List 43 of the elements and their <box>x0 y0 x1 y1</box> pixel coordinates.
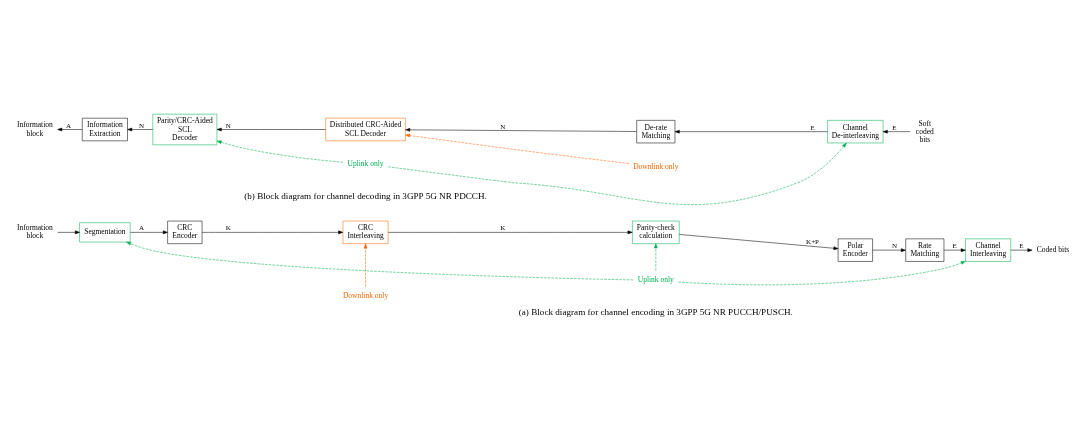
node-box: Parity/CRC-Aided SCL Decoder <box>152 113 218 146</box>
arrow <box>678 260 966 286</box>
arrow <box>654 243 658 271</box>
node-box: Polar Encoder <box>837 238 873 262</box>
node-box: Parity-check calculation <box>632 220 680 244</box>
node-text: Downlink only <box>633 161 679 171</box>
arrow <box>201 230 344 235</box>
arrow <box>216 127 326 132</box>
node-text: Coded bits <box>1036 245 1070 255</box>
arrow <box>1010 248 1033 252</box>
node-box: Channel Interleaving <box>965 238 1011 262</box>
node-box: Segmentation <box>79 222 131 243</box>
node-text: Information block <box>16 223 53 241</box>
node-box: De-rate Matching <box>636 120 676 144</box>
arrow <box>872 248 906 252</box>
arrow <box>882 129 911 134</box>
node-box: Channel De-interleaving <box>827 120 884 144</box>
arrow <box>126 241 634 281</box>
arrow <box>363 243 368 287</box>
arrow <box>388 230 633 235</box>
arrow <box>57 230 80 235</box>
node-box: CRC Interleaving <box>342 220 389 244</box>
node-text: Downlink only <box>342 291 389 301</box>
node-text: Uplink only <box>637 275 674 285</box>
arrow <box>387 142 847 205</box>
arrow <box>679 234 839 251</box>
node-text: Information block <box>16 120 53 138</box>
node-box: Rate Matching <box>905 238 945 262</box>
node-box: Distributed CRC-Aided SCL Decoder <box>325 117 406 142</box>
arrow <box>405 133 629 164</box>
arrow <box>943 248 966 252</box>
node-text: Uplink only <box>347 158 384 168</box>
label: (b) Block diagram for channel decoding in 3GPP 5G NR PDCCH. <box>244 191 487 202</box>
arrow <box>57 127 83 132</box>
node-box: CRC Encoder <box>167 220 203 244</box>
arrow <box>130 230 168 235</box>
label: (a) Block diagram for channel encoding in 3GPP 5G NR PUCCH/PUSCH. <box>518 307 793 318</box>
arrow <box>216 140 344 163</box>
arrow <box>674 129 828 134</box>
node-text: Soft coded bits <box>915 118 934 144</box>
arrow <box>127 127 153 132</box>
arrow <box>405 128 637 132</box>
node-box: Information Extraction <box>82 117 128 142</box>
